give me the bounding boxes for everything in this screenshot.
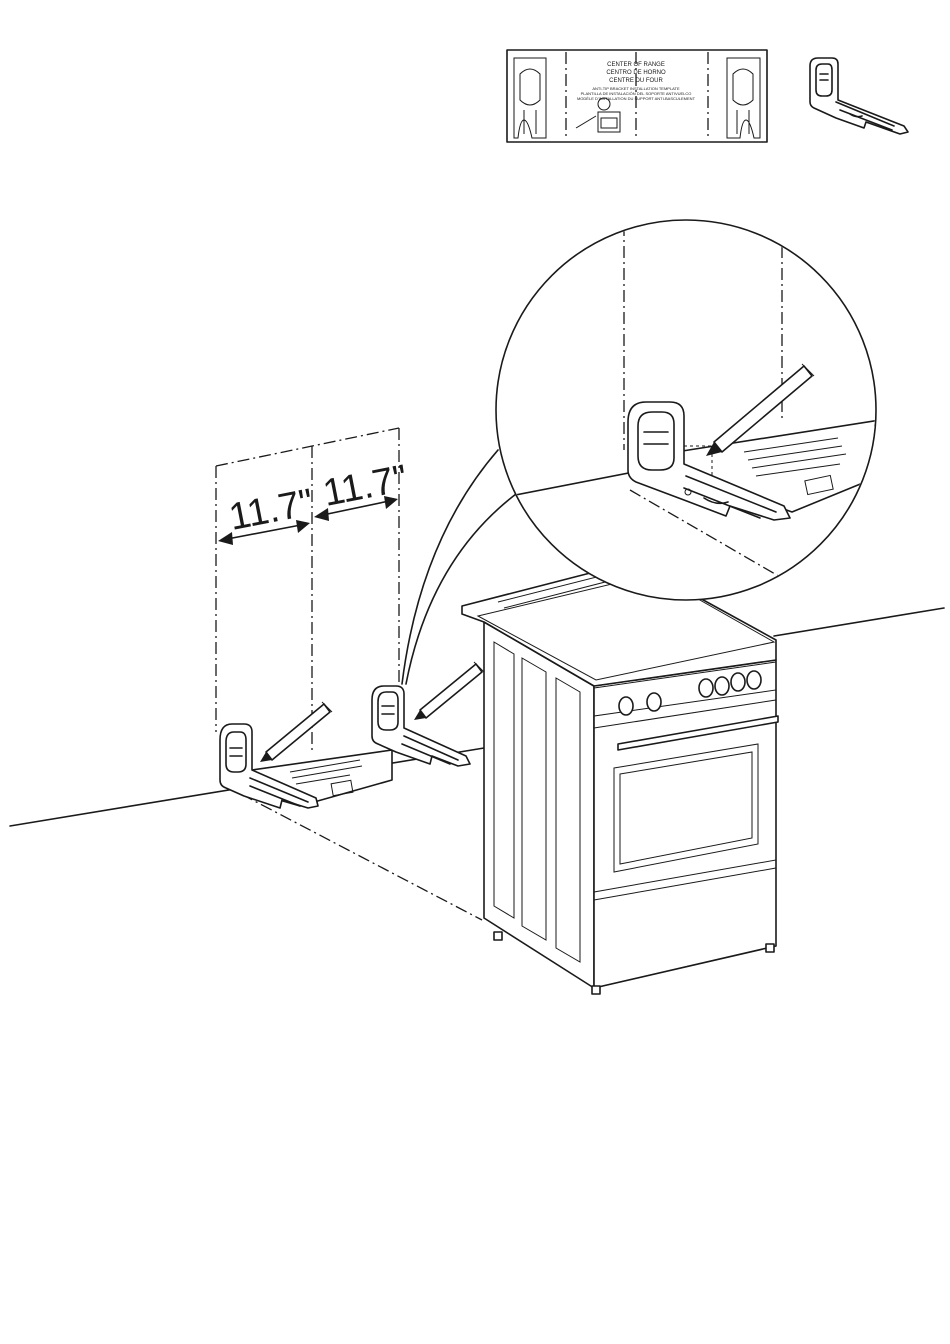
template-title-line-2: CENTRO DE HORNO xyxy=(606,70,666,76)
pencil-icon xyxy=(260,702,332,762)
template-title-line-3: CENTRE DU FOUR xyxy=(609,78,663,84)
template-subtitle-line-3: MODÈLE D'INSTALLATION DU SUPPORT ANTI-BA… xyxy=(577,96,696,101)
knob xyxy=(715,677,729,695)
knob xyxy=(619,697,633,715)
floor-guide-line xyxy=(222,784,482,920)
anti-tip-bracket-icon xyxy=(810,58,908,134)
knob xyxy=(747,671,761,689)
knob xyxy=(699,679,713,697)
knob xyxy=(731,673,745,691)
dimension-label-left: 11.7" xyxy=(226,481,317,538)
dimension-label-right: 11.7" xyxy=(320,457,411,514)
range-icon xyxy=(462,556,778,994)
pencil-icon xyxy=(414,662,484,720)
knob xyxy=(647,693,661,711)
template-sheet: CENTER OF RANGE CENTRO DE HORNO CENTRE D… xyxy=(507,50,767,142)
template-title-line-1: CENTER OF RANGE xyxy=(607,62,665,68)
wall-floor-line xyxy=(10,608,944,826)
